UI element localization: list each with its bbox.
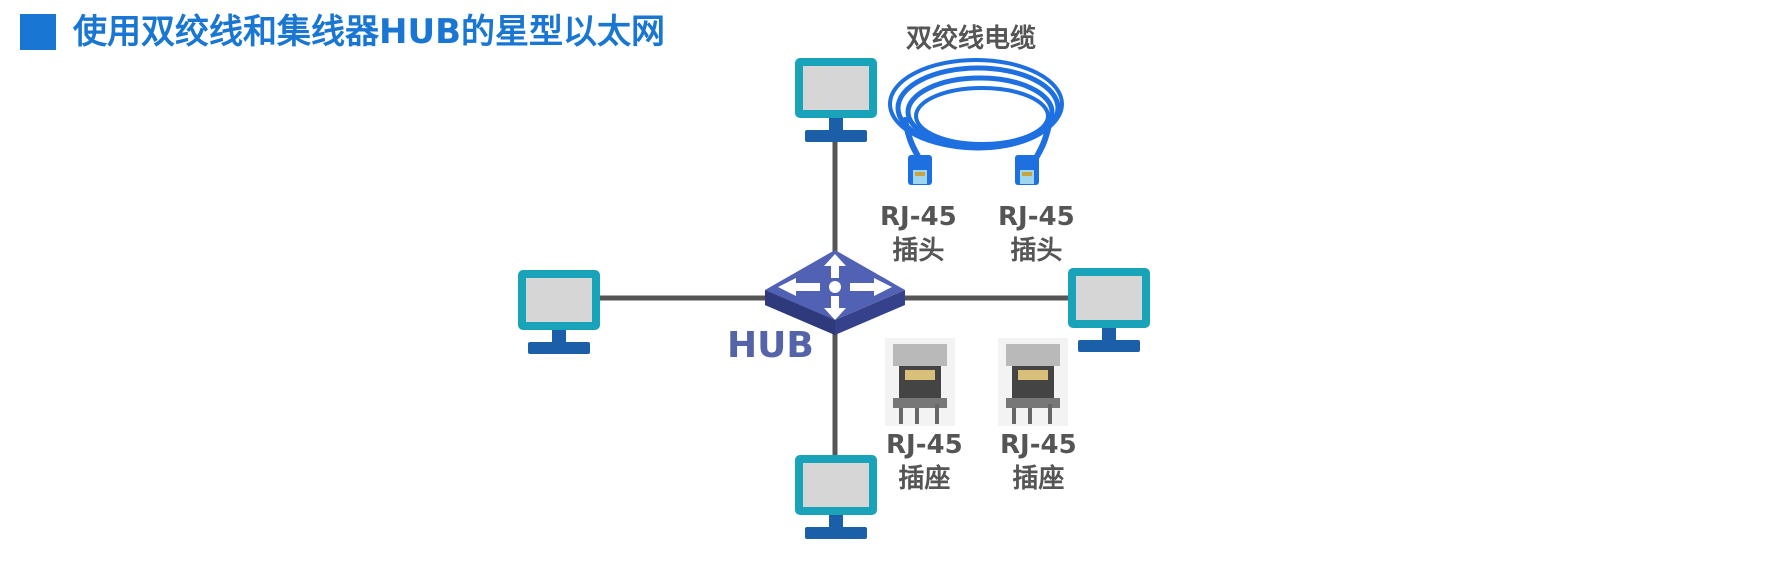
computer-bottom: [795, 455, 877, 539]
socket-label-left-line1: RJ-45: [886, 430, 963, 460]
computer-top: [795, 58, 877, 142]
rj45-socket-left-image: [885, 338, 955, 426]
page-title: 使用双绞线和集线器HUB的星型以太网: [73, 12, 665, 52]
plug-label-right: RJ-45 插头: [998, 200, 1075, 268]
socket-label-right-line1: RJ-45: [1000, 430, 1077, 460]
computer-right: [1068, 268, 1150, 352]
hub-icon: [765, 250, 905, 335]
plug-label-left-line2: 插头: [892, 236, 945, 266]
socket-label-right-line2: 插座: [1012, 464, 1065, 494]
socket-label-left: RJ-45 插座: [886, 428, 963, 496]
twisted-pair-cable-image: [888, 58, 1064, 163]
socket-label-right: RJ-45 插座: [1000, 428, 1077, 496]
socket-label-left-line2: 插座: [898, 464, 951, 494]
plug-label-left-line1: RJ-45: [880, 202, 957, 232]
plug-label-right-line2: 插头: [1010, 236, 1063, 266]
rj45-plug-left-image: [908, 155, 932, 185]
rj45-socket-right-image: [998, 338, 1068, 426]
plug-label-left: RJ-45 插头: [880, 200, 957, 268]
title-marker: [20, 14, 56, 50]
computer-left: [518, 270, 600, 354]
cable-label: 双绞线电缆: [906, 24, 1037, 54]
plug-label-right-line1: RJ-45: [998, 202, 1075, 232]
rj45-plug-right-image: [1015, 155, 1039, 185]
hub-label: HUB: [727, 325, 814, 366]
